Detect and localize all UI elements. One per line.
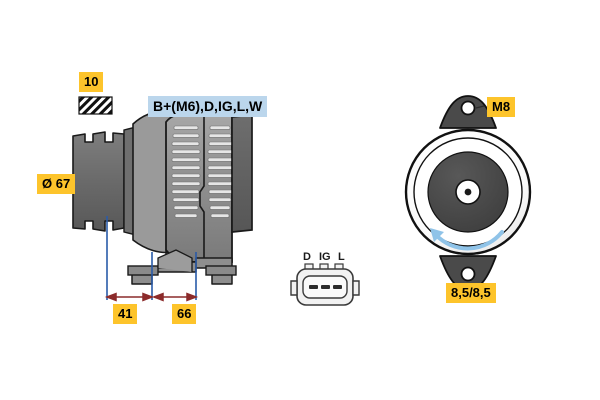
pin-label-ig: IG bbox=[319, 251, 331, 263]
rear-cover-housing bbox=[231, 114, 253, 233]
pulley-v-grooves bbox=[72, 131, 125, 232]
dim-arrow-66-right bbox=[186, 292, 199, 302]
callout-dimension-b: 66 bbox=[172, 304, 197, 324]
shaft-center-dot bbox=[464, 188, 472, 196]
mounting-hole-bottom bbox=[460, 266, 476, 282]
callout-mount-thread: M8 bbox=[487, 97, 516, 117]
pin-label-d: D bbox=[303, 251, 311, 263]
dim-arrow-41-right bbox=[142, 292, 155, 302]
connector-pin-labels: D IG L bbox=[303, 251, 352, 263]
callout-terminals: B+(M6),D,IG,L,W bbox=[148, 96, 268, 117]
housing-seam bbox=[199, 112, 205, 262]
plug-connector bbox=[290, 263, 360, 306]
connector-pin-l bbox=[333, 285, 342, 289]
alternator-side-view bbox=[72, 110, 253, 285]
callout-pulley-groove-count: 10 bbox=[79, 72, 104, 92]
dim-arrow-41-left bbox=[104, 292, 117, 302]
mount-lug-left bbox=[127, 265, 159, 276]
mount-bridge bbox=[157, 249, 193, 272]
callout-torque: 8,5/8,5 bbox=[446, 283, 496, 303]
rotation-arrow-icon bbox=[430, 228, 504, 251]
mounting-foot bbox=[127, 249, 237, 285]
mounting-hole-top bbox=[460, 100, 476, 116]
hatched-belt-icon bbox=[78, 96, 113, 115]
cooling-vents-front bbox=[171, 125, 201, 218]
callout-dimension-a: 41 bbox=[113, 304, 138, 324]
pin-label-l: L bbox=[338, 251, 345, 263]
leader-m8 bbox=[475, 105, 485, 109]
connector-pin-d bbox=[309, 285, 318, 289]
drive-end-housing bbox=[165, 111, 233, 263]
connector-pin-ig bbox=[321, 285, 330, 289]
connector-latch-right bbox=[352, 280, 360, 296]
dim-arrow-66-left bbox=[151, 292, 164, 302]
dimension-lines bbox=[68, 185, 199, 302]
mount-lug-right bbox=[205, 265, 237, 276]
connector-latch-left bbox=[290, 280, 298, 296]
cooling-vents-rear bbox=[207, 125, 233, 218]
connector-pins bbox=[309, 285, 342, 289]
alternator-end-view bbox=[404, 95, 532, 291]
callout-pulley-diameter: Ø 67 bbox=[37, 174, 76, 194]
